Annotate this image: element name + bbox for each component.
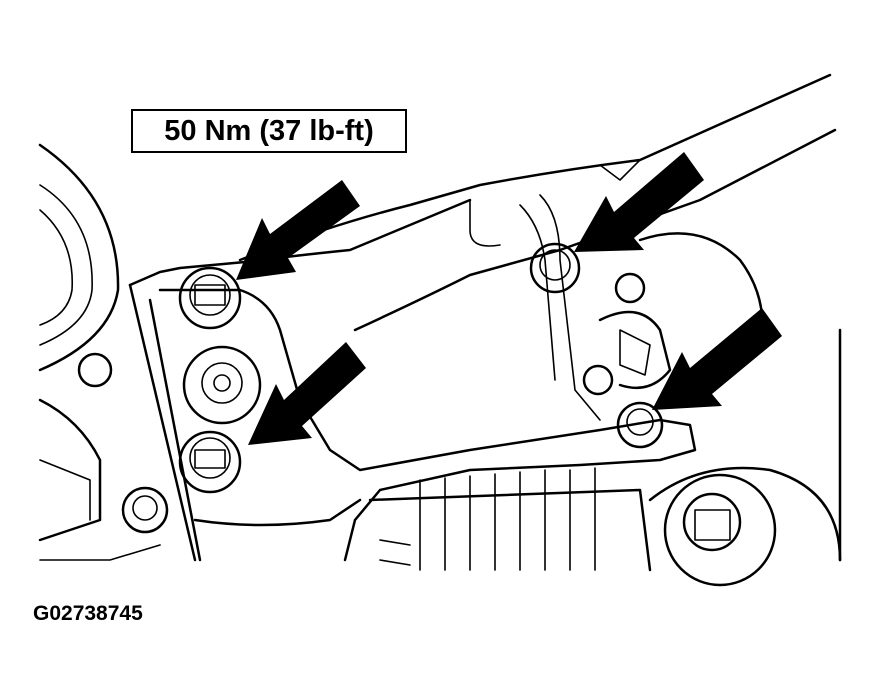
bolt-upper-right — [529, 242, 581, 294]
arrow-icon — [574, 152, 704, 252]
arrow-icon — [652, 308, 782, 410]
right-engine-details — [582, 232, 842, 587]
torque-spec-label: 50 Nm (37 lb-ft) — [131, 109, 407, 153]
timing-belt — [368, 467, 652, 572]
bolt-upper-left — [178, 266, 242, 330]
left-pulley — [38, 143, 120, 372]
bolt-lower-right — [616, 401, 664, 449]
lower-left-details — [38, 352, 169, 561]
pointer-arrows — [236, 152, 782, 445]
bolt-center-washer — [182, 345, 262, 425]
figure-id: G02738745 — [33, 602, 143, 625]
arrow-icon — [236, 180, 360, 280]
bolt-lower-left — [178, 430, 242, 494]
arrow-icon — [248, 342, 366, 445]
